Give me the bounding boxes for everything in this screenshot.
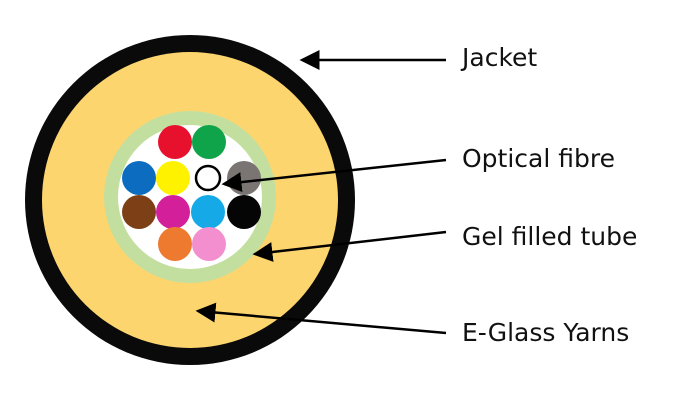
fibre-violet [156,195,190,229]
fibre-green [192,125,226,159]
fibre-red [158,125,192,159]
gel-filled-tube-label: Gel filled tube [462,222,638,251]
fibre-white [194,164,222,192]
optical-fibre-label: Optical fibre [462,144,615,173]
fibre-aqua [191,195,225,229]
fibre-orange [158,227,192,261]
fibre-grey [227,161,261,195]
gel-filled-tube-arrow [252,230,447,262]
fibre-brown [122,195,156,229]
fibre-pink [192,227,226,261]
fibre-blue [122,161,156,195]
gel-filled-tube-core [118,125,262,269]
e-glass-yarns-label: E-Glass Yarns [462,318,630,347]
fibre-yellow [156,161,190,195]
optical-fibre-arrow [221,158,447,193]
e-glass-yarns-arrow [195,302,447,335]
fibre-black [227,195,261,229]
jacket-label: Jacket [462,43,538,72]
